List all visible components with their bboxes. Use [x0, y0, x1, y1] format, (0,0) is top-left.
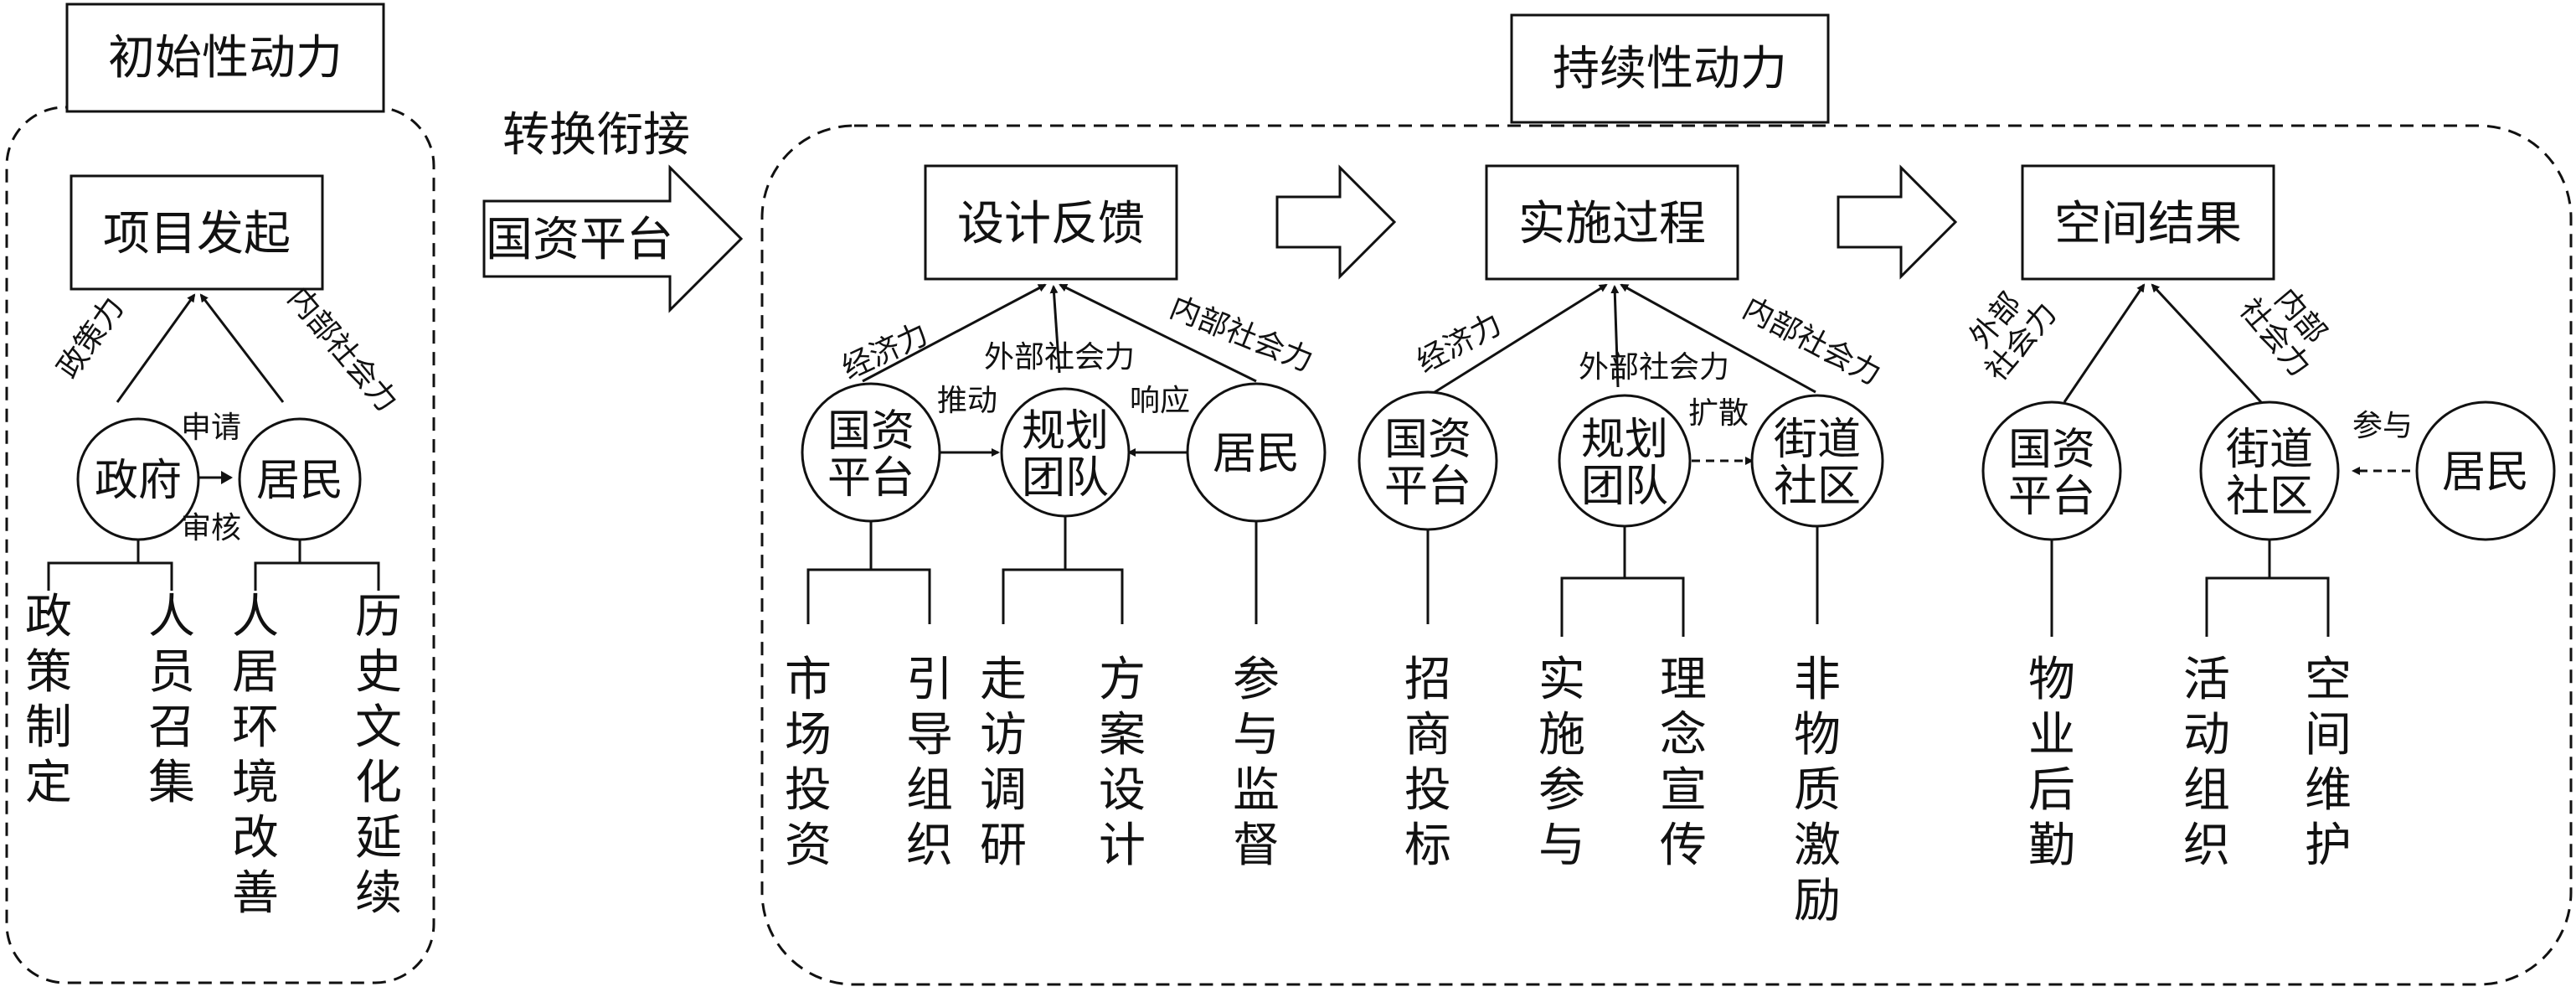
transition-block-arrow: 国资平台 [482, 164, 744, 313]
project-initiation-box: 项目发起 [70, 174, 324, 291]
activity-visit-research: 走访调研 [980, 653, 1027, 873]
transition-label: 转换衔接 [502, 108, 690, 163]
label-external-force-design: 外部社会力 [984, 340, 1135, 375]
label-policy-force: 政策力 [51, 291, 131, 385]
label-economic-force-implement: 经济力 [1411, 307, 1507, 380]
circle-planning-implement: 规划团队 [1581, 415, 1668, 512]
project-initiation-label: 项目发起 [103, 207, 291, 261]
activity-activity-org: 活动组织 [2183, 653, 2230, 873]
initial-header-title: 初始性动力 [108, 31, 343, 85]
transition-node-label: 国资平台 [486, 213, 673, 267]
label-internal-force-initial: 内部社会力 [281, 281, 404, 418]
circle-residents-result: 居民 [2442, 447, 2529, 498]
activity-bidding: 招商投标 [1404, 653, 1451, 873]
label-review: 审核 [181, 511, 241, 545]
circle-planning-design: 规划团队 [1022, 406, 1109, 504]
label-apply: 申请 [181, 411, 241, 445]
initial-header: 初始性动力 [65, 3, 385, 113]
activity-columns: 政策制定 人员召集 人居环境改善 历史文化延续 市场投资 引导组织 走访调研 方… [25, 590, 2352, 928]
bracket-connectors [47, 516, 2330, 637]
spatial-result-label: 空间结果 [2054, 197, 2242, 251]
activity-scheme-design: 方案设计 [1099, 653, 1146, 873]
label-external-force-implement: 外部社会力 [1579, 350, 1729, 385]
label-economic-force-design: 经济力 [837, 317, 934, 386]
activity-nonmaterial-incentive: 非物质激励 [1794, 653, 1841, 928]
circle-sasac-implement: 国资平台 [1384, 415, 1471, 512]
stage-arrow-1 [1275, 164, 1397, 280]
circle-street-result: 街道社区 [2226, 425, 2313, 522]
activity-history-culture: 历史文化延续 [355, 590, 402, 921]
label-internal-force-design: 内部社会力 [1165, 291, 1317, 379]
circle-government: 政府 [95, 456, 182, 506]
sustained-header: 持续性动力 [1510, 13, 1830, 124]
stage-arrow-2 [1837, 164, 1958, 280]
spatial-result-box: 空间结果 [2021, 164, 2275, 281]
implementation-label: 实施过程 [1518, 197, 1706, 251]
circle-residents-initial: 居民 [256, 456, 343, 506]
circle-street-implement: 街道社区 [1774, 415, 1861, 512]
label-push: 推动 [937, 384, 997, 418]
activity-staff-recruit: 人员召集 [148, 590, 195, 810]
label-internal-force-implement: 内部社会力 [1737, 291, 1886, 392]
activity-guide-org: 引导组织 [906, 653, 953, 873]
label-external-force-result: 外部社会力 [1954, 275, 2063, 388]
activity-space-maintain: 空间维护 [2305, 653, 2352, 873]
label-respond: 响应 [1130, 384, 1190, 418]
activity-property-logistics: 物业后勤 [2028, 653, 2075, 873]
circle-residents-design: 居民 [1213, 429, 1300, 479]
activity-policy-making: 政策制定 [25, 590, 72, 810]
activity-participate-supervise: 参与监督 [1233, 653, 1280, 873]
label-internal-force-result: 内部社会力 [2233, 271, 2342, 384]
design-feedback-label: 设计反馈 [957, 197, 1145, 251]
label-participate: 参与 [2352, 409, 2413, 443]
actor-circles [76, 382, 2556, 541]
implementation-box: 实施过程 [1485, 164, 1739, 281]
sustained-header-title: 持续性动力 [1553, 42, 1787, 96]
activity-concept-promote: 理念宣传 [1660, 653, 1707, 873]
activity-implement-participate: 实施参与 [1538, 653, 1585, 873]
sustained-dashed-container [760, 124, 2573, 986]
circle-sasac-design: 国资平台 [827, 406, 914, 504]
circle-sasac-result: 国资平台 [2008, 425, 2095, 522]
activity-market-invest: 市场投资 [785, 653, 832, 873]
design-feedback-box: 设计反馈 [924, 164, 1178, 281]
activity-living-env: 人居环境改善 [232, 590, 279, 921]
force-arrows [116, 283, 2410, 475]
label-spread: 扩散 [1688, 396, 1749, 431]
